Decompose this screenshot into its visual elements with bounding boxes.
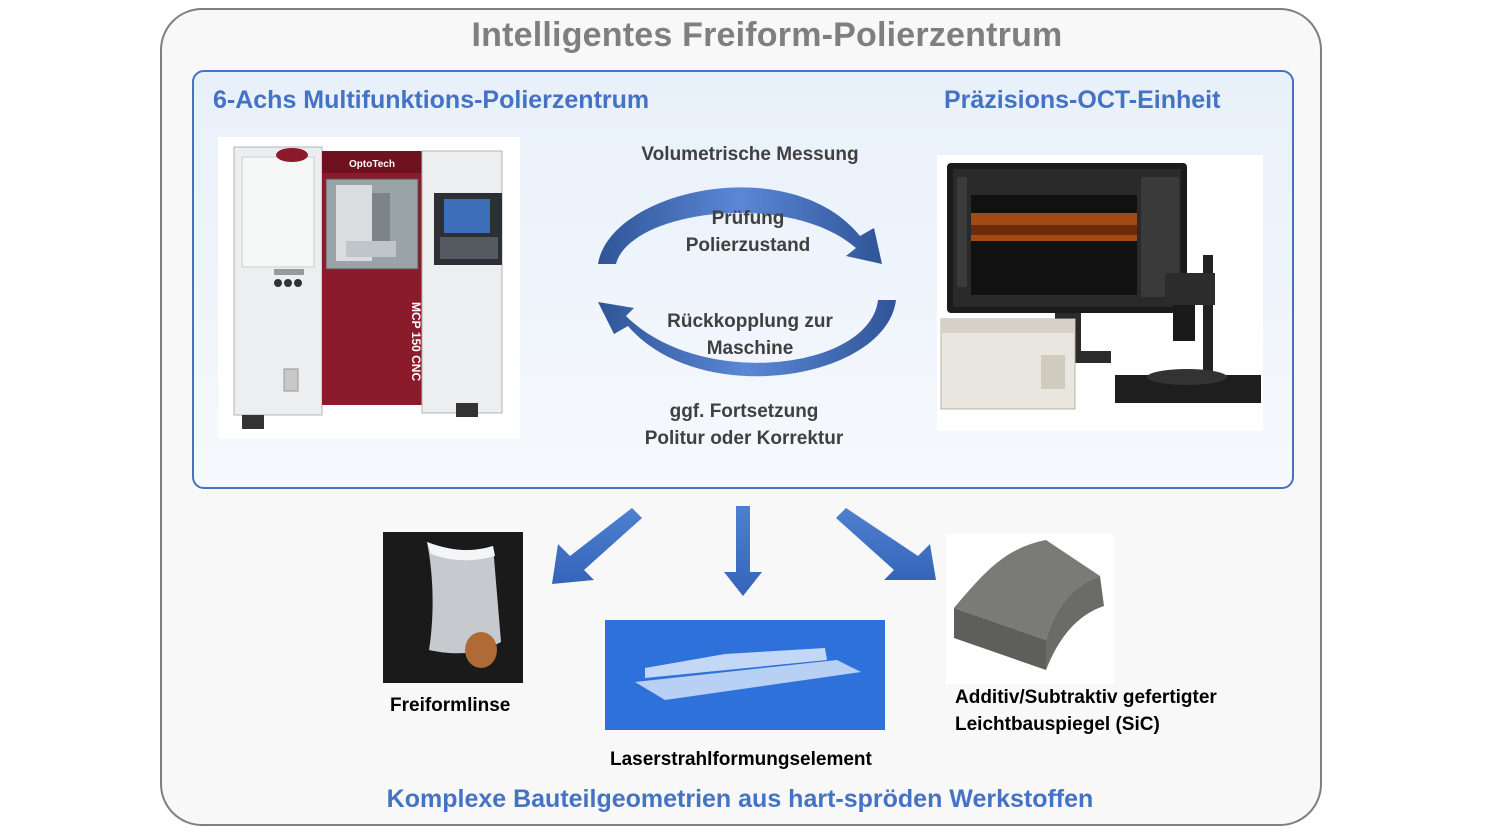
lightweight-mirror-caption-line-2: Leichtbauspiegel (SiC) — [955, 711, 1217, 738]
product-arrows — [540, 500, 950, 610]
oct-unit-image — [937, 155, 1263, 431]
machine-brand-label: OptoTech — [349, 159, 395, 170]
laser-element-caption: Laserstrahlformungselement — [610, 746, 872, 773]
inspection-label: Prüfung Polierzustand — [648, 205, 848, 259]
lightweight-mirror-caption-line-1: Additiv/Subtraktiv gefertigter — [955, 684, 1217, 711]
feedback-label-line-1: Rückkopplung zur — [630, 308, 870, 335]
feedback-label-line-2: Maschine — [630, 335, 870, 362]
continuation-label-line-2: Politur oder Korrektur — [604, 425, 884, 452]
arrow-to-laser-element — [724, 506, 762, 596]
inspection-label-line-1: Prüfung — [648, 205, 848, 232]
freeform-lens-caption: Freiformlinse — [390, 692, 510, 719]
feedback-label: Rückkopplung zur Maschine — [630, 308, 870, 362]
freeform-lens-image — [383, 532, 523, 683]
lightweight-mirror-image — [946, 534, 1114, 684]
arrow-to-lightweight-mirror — [836, 508, 936, 580]
main-title: Intelligentes Freiform-Polierzentrum — [160, 16, 1374, 55]
laser-element-image — [605, 620, 885, 730]
volumetric-measurement-label: Volumetrische Messung — [600, 141, 900, 168]
continuation-label: ggf. Fortsetzung Politur oder Korrektur — [604, 398, 884, 452]
arrow-to-freeform-lens — [552, 508, 642, 584]
polishing-center-heading: 6-Achs Multifunktions-Polierzentrum — [213, 86, 649, 115]
footer-title: Komplexe Bauteilgeometrien aus hart-sprö… — [160, 785, 1320, 814]
continuation-label-line-1: ggf. Fortsetzung — [604, 398, 884, 425]
inspection-label-line-2: Polierzustand — [648, 232, 848, 259]
oct-unit-heading: Präzisions-OCT-Einheit — [944, 86, 1220, 115]
lightweight-mirror-caption: Additiv/Subtraktiv gefertigter Leichtbau… — [955, 684, 1217, 738]
polishing-machine-image: OptoTech MCP 150 CNC — [218, 137, 520, 439]
machine-model-label: MCP 150 CNC — [409, 302, 423, 381]
